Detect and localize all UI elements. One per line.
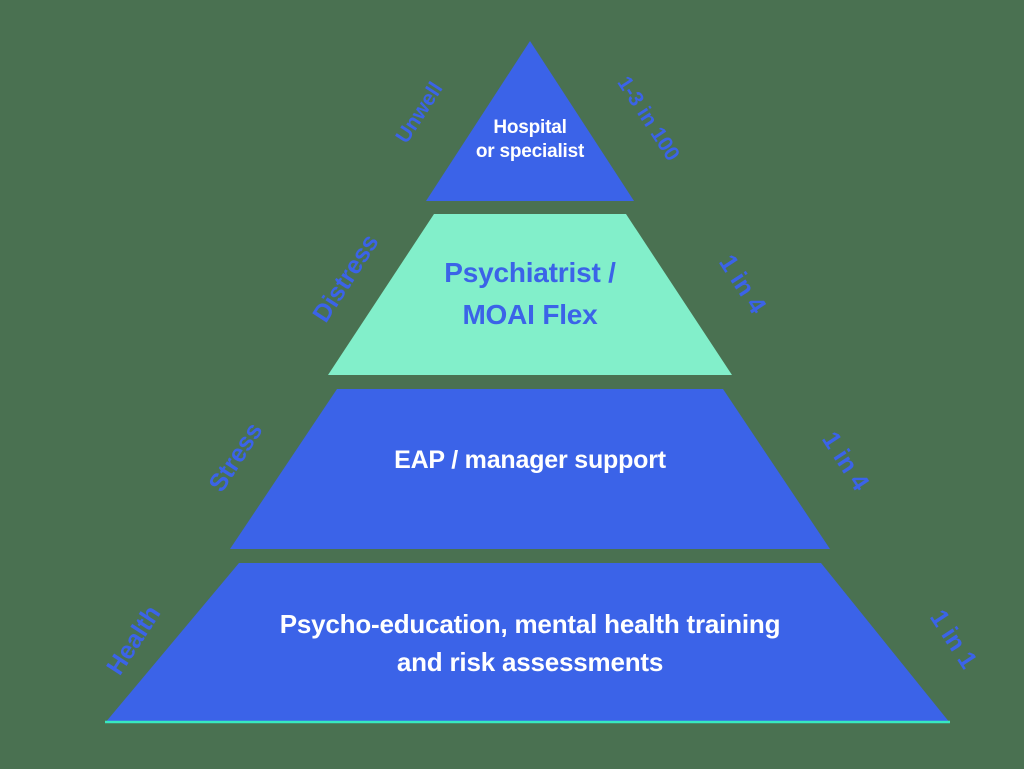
tier-2-shape xyxy=(328,214,732,375)
tier-3-shape xyxy=(230,389,830,549)
tier-1-shape xyxy=(426,41,634,201)
tier-4-shape xyxy=(105,563,950,723)
